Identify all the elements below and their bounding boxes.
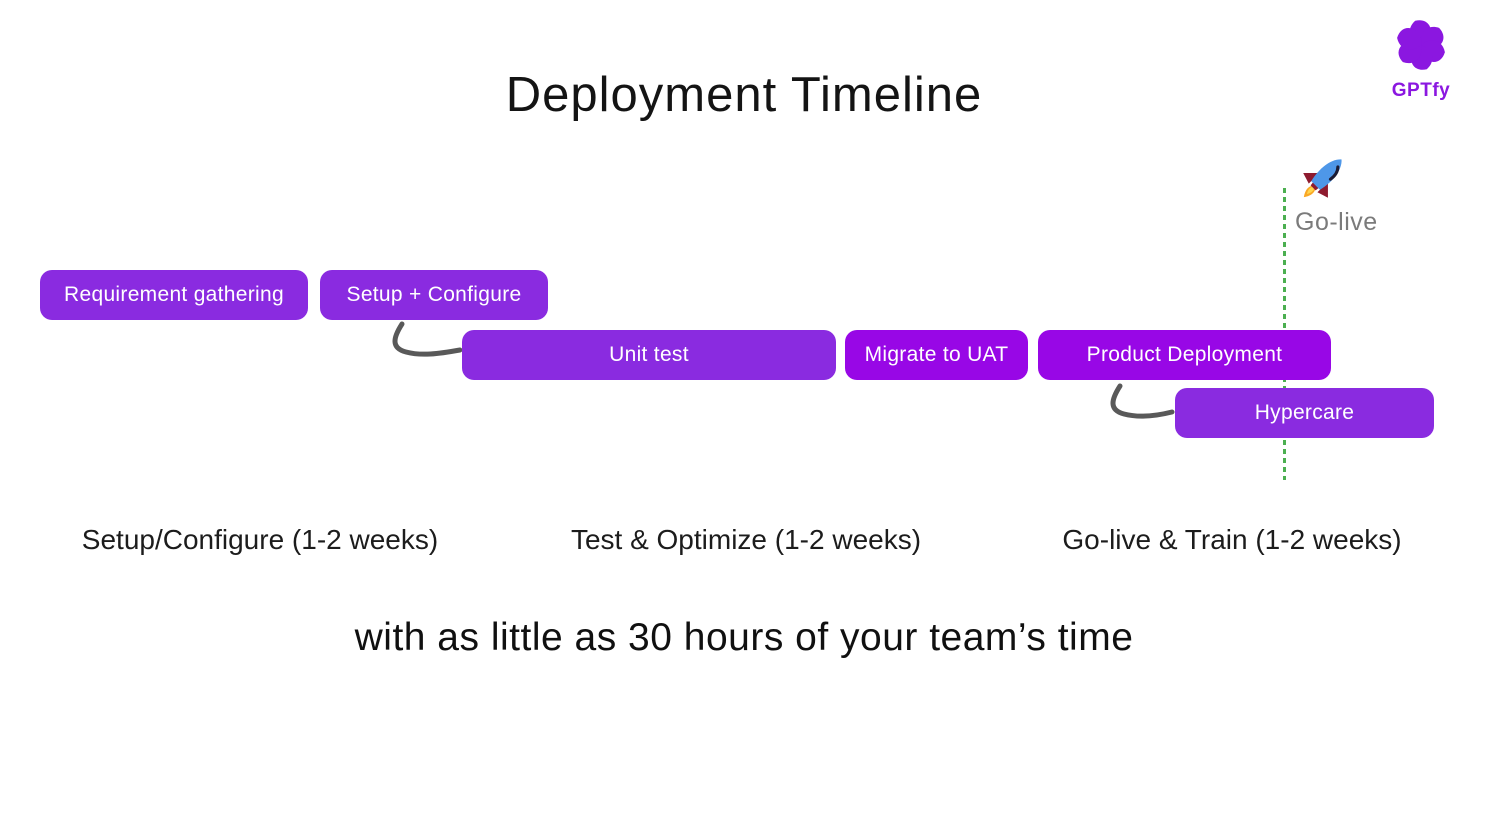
bar-unit-test: Unit test [462,330,836,380]
page-title: Deployment Timeline [505,67,983,122]
golive-label: Go-live [1295,208,1378,236]
golive-marker: Go-live [1295,150,1378,237]
bar-requirement-gathering: Requirement gathering [40,270,308,320]
arrow-deployment-to-hypercare [1110,383,1175,419]
phase-label-golive-train: Go-live & Train (1-2 weeks) [1062,524,1402,555]
footnote: with as little as 30 hours of your team’… [354,616,1134,659]
bar-product-deployment: Product Deployment [1038,330,1331,380]
rocket-icon [1303,159,1342,198]
phase-label-test-optimize: Test & Optimize (1-2 weeks) [570,524,922,555]
bar-migrate-to-uat: Migrate to UAT [845,330,1028,380]
gptfy-logo: GPTfy [1386,14,1456,102]
bar-hypercare: Hypercare [1175,388,1434,438]
phase-label-setup-configure: Setup/Configure (1-2 weeks) [81,524,439,555]
bar-setup-configure: Setup + Configure [320,270,548,320]
pinwheel-icon [1397,20,1445,70]
gptfy-wordmark: GPTfy [1391,80,1451,101]
arrow-setup-to-unit-test [392,321,463,357]
